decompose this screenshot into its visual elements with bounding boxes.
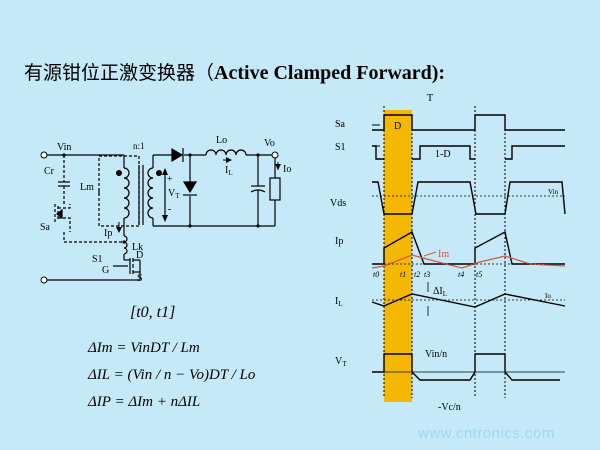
label-vt-wave: VT [335, 356, 347, 368]
label-vo: Vo [264, 138, 275, 149]
label-sa-wave: Sa [335, 119, 346, 130]
label-s1: S1 [92, 254, 103, 265]
label-delta-il: ΔIL [433, 286, 447, 298]
label-io-wave: Io [545, 292, 551, 300]
label-vin: Vin [57, 142, 71, 153]
label-period: T [427, 93, 433, 104]
label-t5: t5 [476, 270, 482, 279]
label-t3: t3 [424, 270, 430, 279]
label-im: Im [438, 249, 449, 260]
slide-title: 有源钳位正激变换器（Active Clamped Forward): [24, 58, 445, 85]
label-neg-vc-n: -Vc/n [438, 402, 461, 413]
label-io: Io [283, 164, 291, 175]
interval-label: [t0, t1] [130, 304, 176, 321]
label-ip-wave: Ip [335, 236, 343, 247]
label-ratio: n:1 [133, 141, 145, 151]
label-d-wave: D [394, 121, 401, 132]
label-minus: - [168, 204, 171, 215]
label-one-minus-d: 1-D [435, 149, 451, 160]
label-cr: Cr [44, 166, 55, 177]
label-lo: Lo [216, 135, 227, 146]
equation-delta-ip: ΔIP = ΔIm + nΔIL [88, 394, 201, 410]
secondary-dot [156, 170, 162, 176]
label-s: S [137, 273, 143, 284]
title-paren-open: （ [195, 62, 215, 84]
label-vin-n: Vin/n [425, 349, 447, 360]
label-t1: t1 [400, 270, 406, 279]
primary-dot [116, 170, 122, 176]
watermark: www.cntronics.com [418, 425, 555, 442]
equation-delta-il: ΔIL = (Vin / n − Vo)DT / Lo [88, 367, 256, 383]
label-plus: + [167, 174, 173, 185]
title-en: Active Clamped Forward [214, 62, 432, 84]
label-sa: Sa [40, 222, 51, 233]
equation-delta-im: ΔIm = VinDT / Lm [88, 340, 200, 356]
label-lk: Lk [132, 242, 143, 253]
label-s1-wave: S1 [335, 142, 346, 153]
label-il-wave: IL [335, 296, 343, 308]
label-g: G [102, 265, 109, 276]
label-il: IL [225, 165, 233, 177]
label-vt: VT [168, 188, 180, 200]
im-curve [371, 254, 566, 269]
label-vin-small: Vin [548, 188, 559, 196]
title-cn: 有源钳位正激变换器 [24, 62, 196, 84]
label-t4: t4 [458, 270, 464, 279]
label-lm: Lm [80, 182, 94, 193]
title-paren-close: ): [431, 62, 446, 84]
label-vds-wave: Vds [330, 198, 346, 209]
label-t0: t0 [373, 270, 379, 279]
label-d: D [136, 250, 143, 261]
label-t2: t2 [414, 270, 420, 279]
label-ip: Ip [104, 228, 112, 239]
